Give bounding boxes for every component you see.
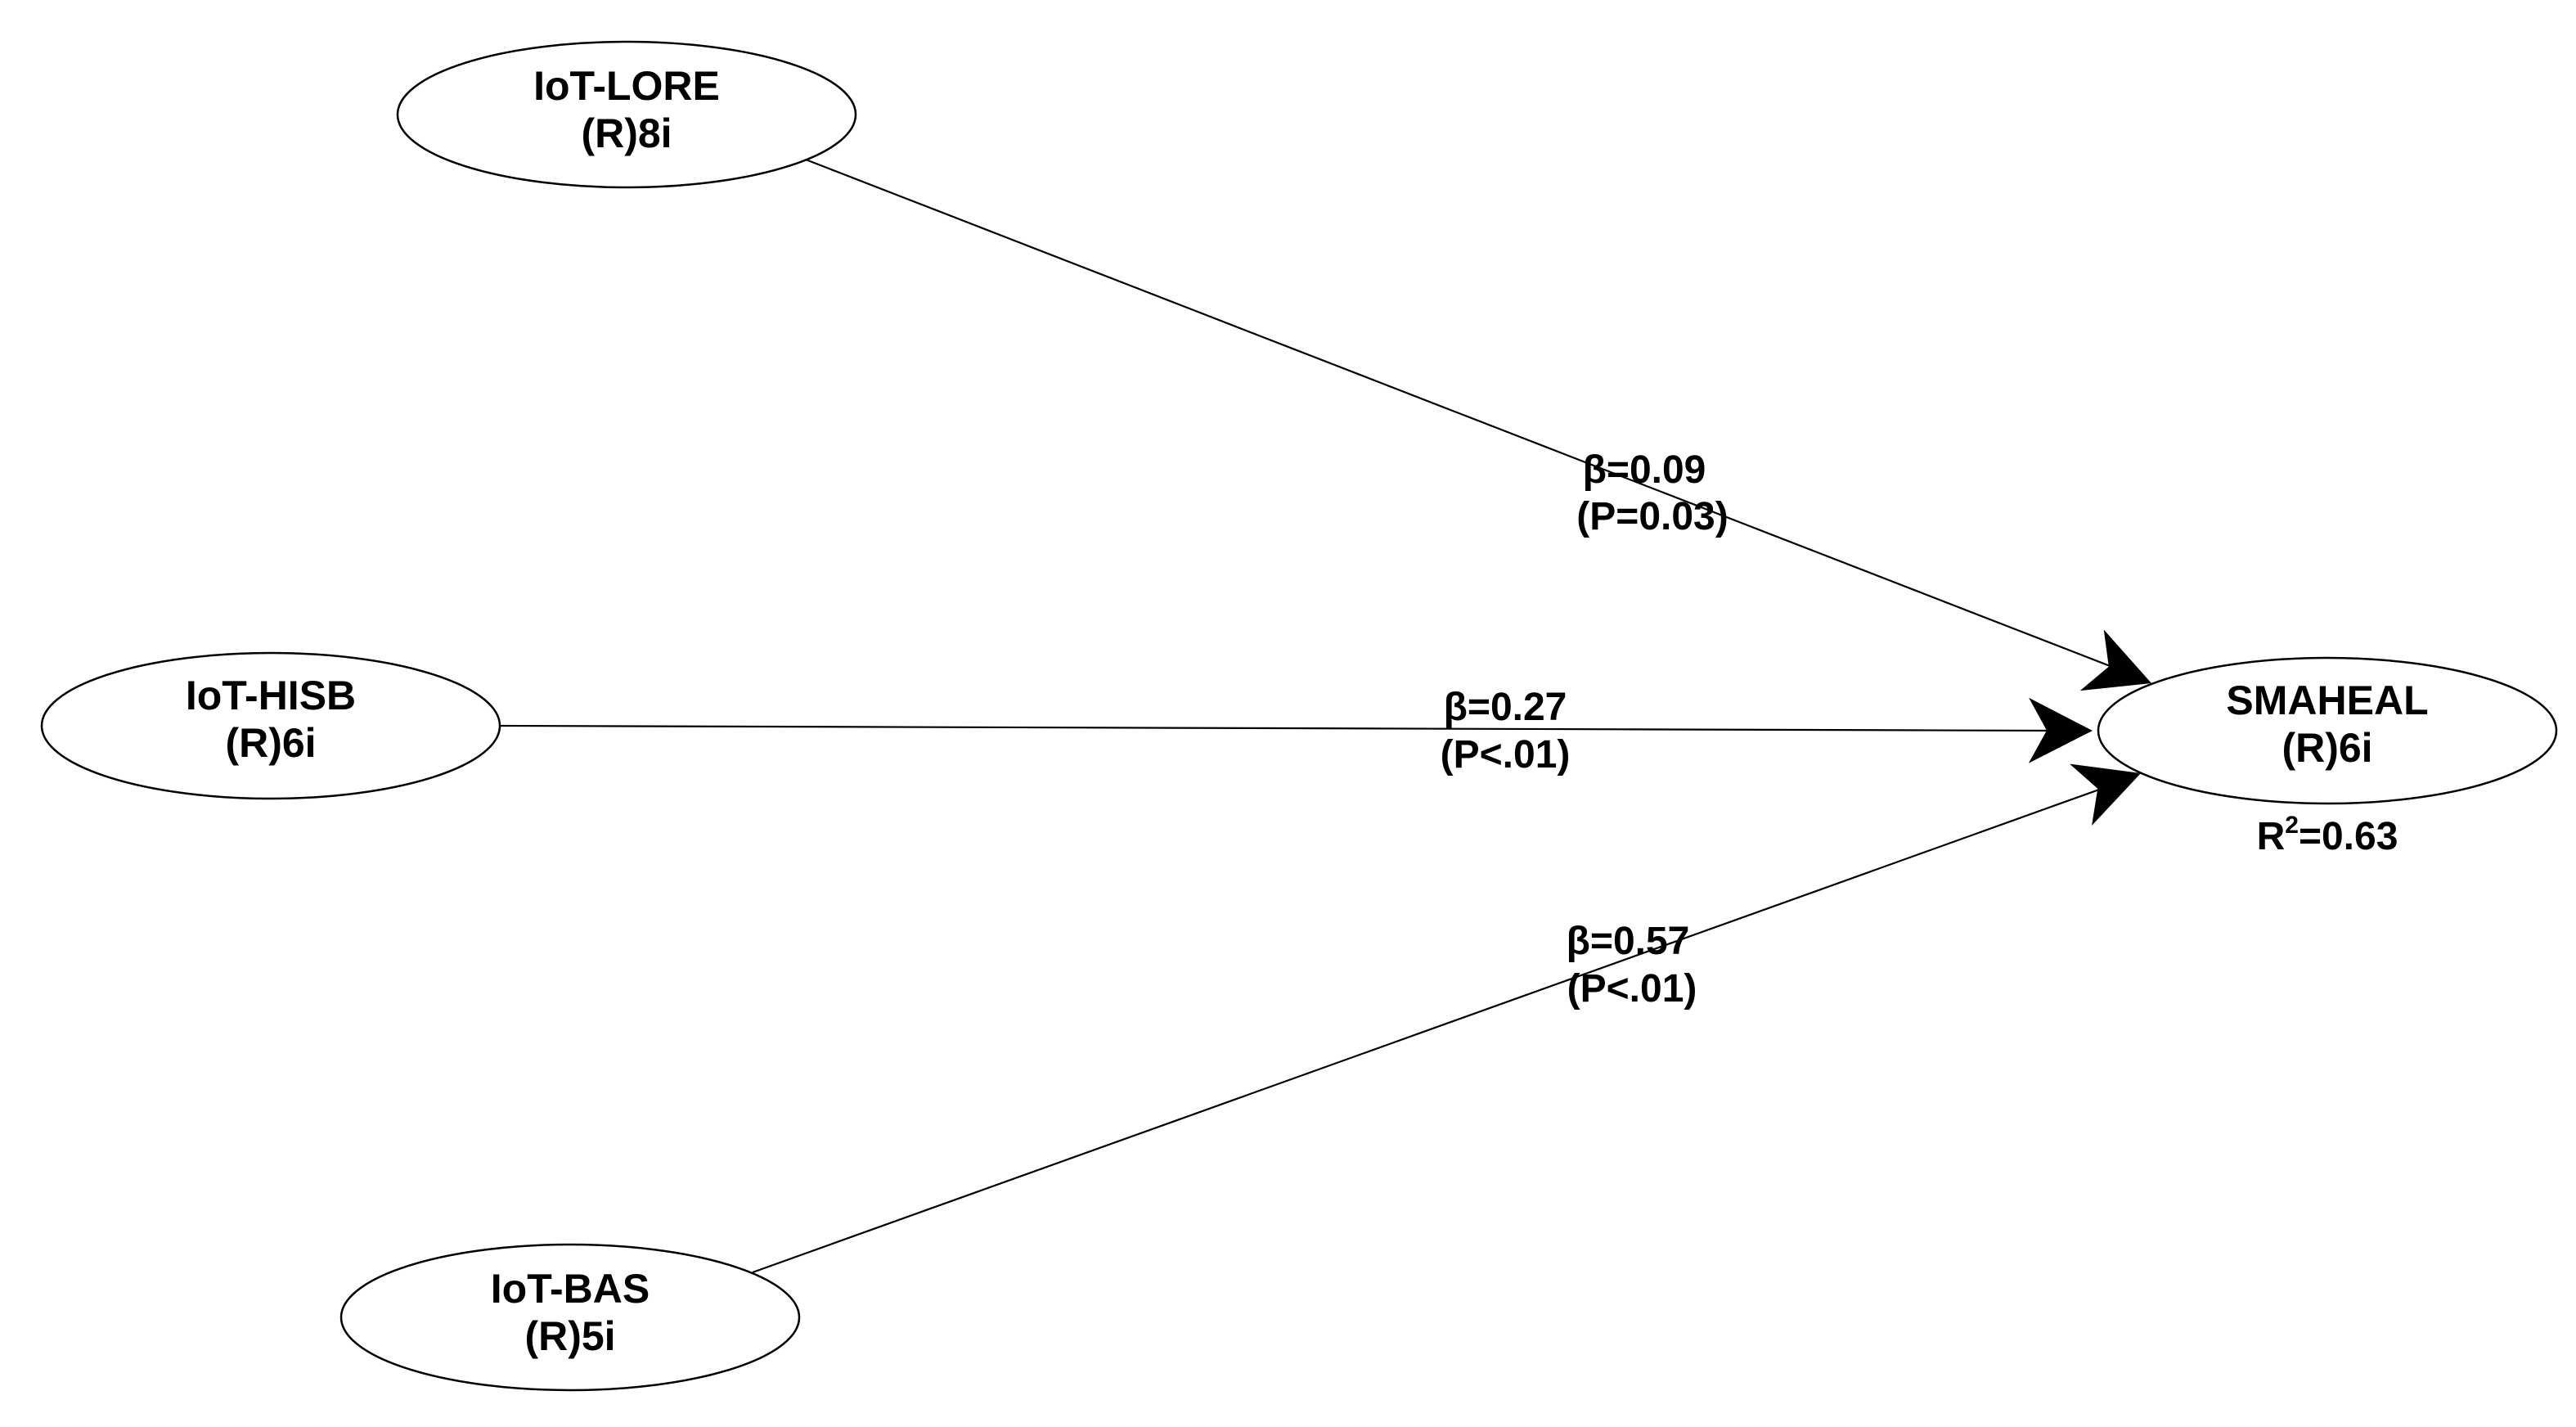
- path-line-hisb-smaheal: [498, 724, 2062, 732]
- r-squared-superscript: 2: [2285, 812, 2299, 839]
- node-iot-hisb: IoT-HISB (R)6i: [40, 651, 501, 800]
- node-iot-bas-name: IoT-BAS: [491, 1266, 650, 1312]
- p-hisb-smaheal: (P<.01): [1441, 733, 1571, 777]
- node-smaheal: SMAHEAL (R)6i: [2097, 656, 2558, 805]
- beta-lore-smaheal: β=0.09: [1583, 448, 1706, 492]
- node-iot-hisb-items: (R)6i: [225, 720, 316, 766]
- node-smaheal-items: (R)6i: [2282, 725, 2372, 771]
- arrowhead-hisb-smaheal: [2028, 697, 2093, 763]
- node-iot-lore: IoT-LORE (R)8i: [396, 40, 857, 189]
- p-bas-smaheal: (P<.01): [1567, 967, 1697, 1011]
- node-smaheal-name: SMAHEAL: [2226, 677, 2428, 723]
- node-iot-bas: IoT-BAS (R)5i: [339, 1243, 801, 1392]
- p-lore-smaheal: (P=0.03): [1576, 495, 1728, 538]
- r-squared-label: R2=0.63: [2257, 812, 2398, 858]
- beta-bas-smaheal: β=0.57: [1567, 920, 1690, 963]
- node-iot-lore-items: (R)8i: [581, 110, 672, 156]
- node-iot-lore-name: IoT-LORE: [533, 63, 720, 109]
- arrowhead-bas-smaheal: [2070, 763, 2141, 826]
- beta-hisb-smaheal: β=0.27: [1444, 686, 1567, 729]
- path-line-lore-smaheal: [805, 158, 2128, 674]
- node-iot-bas-items: (R)5i: [524, 1313, 615, 1359]
- coef-label-hisb-smaheal: β=0.27 (P<.01): [1441, 686, 1571, 777]
- coef-label-lore-smaheal: β=0.09 (P=0.03): [1576, 448, 1728, 538]
- node-iot-hisb-name: IoT-HISB: [186, 673, 356, 718]
- arrowhead-lore-smaheal: [2079, 629, 2151, 691]
- path-line-bas-smaheal: [752, 784, 2111, 1274]
- r-squared-prefix: R: [2257, 815, 2286, 858]
- coef-label-bas-smaheal: β=0.57 (P<.01): [1567, 920, 1697, 1011]
- r-squared-value: =0.63: [2299, 815, 2398, 858]
